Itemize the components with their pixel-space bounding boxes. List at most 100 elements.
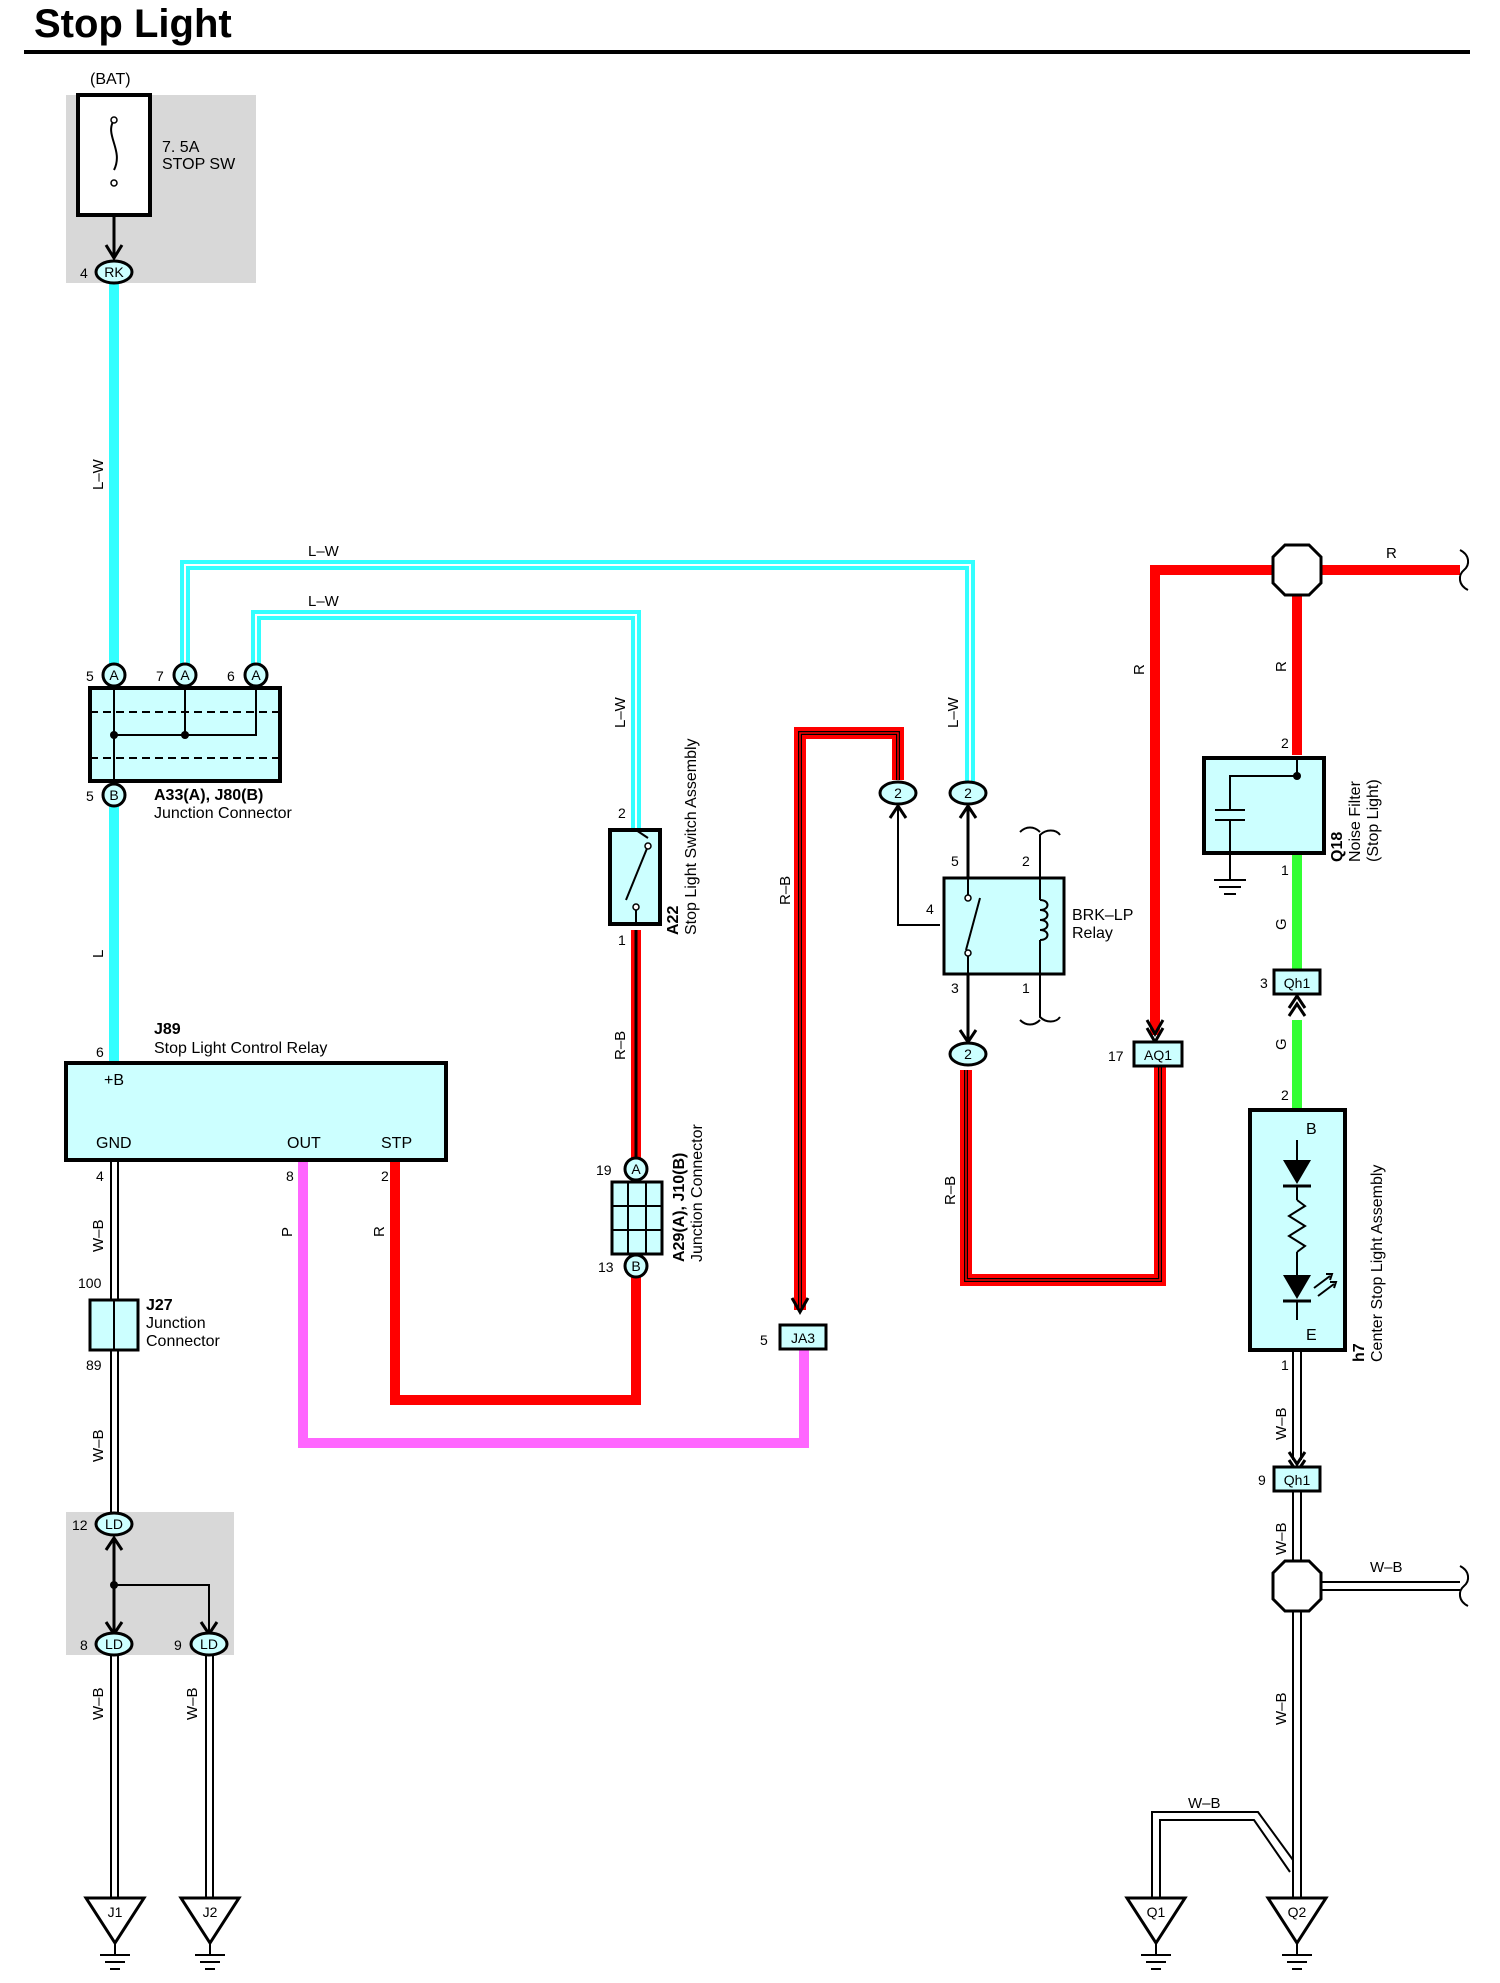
wire-label-rb-3: R–B [942,1176,959,1205]
connector-qh1-pin-bottom: 9 [1258,1472,1266,1488]
noise-filter-name: Q18 [1329,832,1346,862]
relay-j89-desc: Stop Light Control Relay [154,1040,327,1057]
junction-a33-desc: Junction Connector [154,805,293,822]
center-stop-term-b: B [1306,1121,1317,1138]
ground-q1: Q1 [1124,1896,1188,1970]
relay-j89-name: J89 [154,1021,181,1038]
noise-filter-pin-bottom: 1 [1281,862,1289,878]
svg-text:2: 2 [894,785,902,801]
wire-label-g-1: G [1273,918,1290,930]
wire-label-rb-1: R–B [612,1031,629,1060]
wire-p-out [298,1160,809,1448]
relay-brk-connectors: 2 2 2 [878,780,988,1067]
svg-text:Q1: Q1 [1147,1904,1166,1920]
svg-text:J2: J2 [203,1904,218,1920]
svg-text:8: 8 [80,1637,88,1653]
wire-label-r-3: R [1386,545,1397,562]
wire-label-wb-5: W–B [1370,1559,1403,1576]
wire-label-g-2: G [1273,1038,1290,1050]
svg-text:A: A [251,667,261,683]
connector-aq1 [1132,1040,1184,1068]
wire-wb-right [1151,1352,1460,1898]
power-source-label: (BAT) [90,71,131,88]
wire-label-r-2: R [1131,664,1148,675]
svg-text:19: 19 [596,1162,612,1178]
center-stop-pin-bottom: 1 [1281,1357,1289,1373]
connector-ja3-pin: 5 [760,1332,768,1348]
wire-label-wb-4: W–B [184,1687,201,1720]
relay-brk-pin-1: 1 [1022,980,1030,996]
wire-continues-wb [1458,1565,1470,1607]
svg-text:9: 9 [174,1637,182,1653]
connector-aq1-label: AQ1 [1144,1047,1172,1063]
relay-brk-pin-4: 4 [926,901,934,917]
connector-qh1-pin-top: 3 [1260,975,1268,991]
connector-qh1-top-label: Qh1 [1284,975,1311,991]
wire-label-r-1: R [371,1226,388,1237]
junction-j27-desc2: Connector [146,1333,220,1350]
wire-label-wb-2: W–B [90,1429,107,1462]
splice-wb [1271,1559,1323,1613]
svg-text:J1: J1 [108,1904,123,1920]
svg-text:5: 5 [86,788,94,804]
wire-continues-r [1458,549,1470,591]
wire-label-r-4: R [1273,661,1290,672]
relay-brk-name: BRK–LP [1072,907,1133,924]
center-stop-desc: Center Stop Light Assembly [1369,1165,1386,1362]
switch-a22-desc: Stop Light Switch Assembly [683,738,700,935]
center-stop-pin-top: 2 [1281,1087,1289,1103]
noise-filter-q18 [1202,756,1326,895]
connector-ja3-label: JA3 [791,1330,815,1346]
fuse-name-label: STOP SW [162,156,236,173]
svg-text:6: 6 [227,668,235,684]
junction-a33-name: A33(A), J80(B) [154,787,263,804]
switch-a22-pin-top: 2 [618,805,626,821]
wire-label-lw-4: L–W [612,696,629,728]
relay-j89-pin-stp: 2 [381,1168,389,1184]
wire-label-wb-3: W–B [90,1687,107,1720]
junction-a33 [88,686,282,783]
connector-ja3 [778,1323,828,1351]
relay-j89-pin-out: 8 [286,1168,294,1184]
title-rule [24,50,1470,54]
wire-lw-group [109,282,975,1063]
ground-j1: J1 [83,1896,147,1970]
svg-text:LD: LD [200,1636,218,1652]
center-stop-name: h7 [1351,1343,1368,1362]
noise-filter-pin-top: 2 [1281,735,1289,751]
svg-text:5: 5 [86,668,94,684]
connector-qh1-bottom-label: Qh1 [1284,1472,1311,1488]
wire-rb-ja3 [794,727,904,1310]
junction-a33-pins: 5 A 7 A 6 A 5 B [86,662,269,808]
relay-j89-pin-gnd: 4 [96,1168,104,1184]
wire-label-wb-1: W–B [90,1219,107,1252]
center-stop-light [1248,1108,1347,1352]
junction-a29: 19 A 13 B [596,1156,664,1279]
switch-a22 [608,828,662,926]
wire-label-p: P [279,1227,296,1237]
wire-wb-left [110,1160,214,1898]
junction-j27-pin-bottom: 89 [86,1357,102,1373]
fuse-7-5a [76,93,152,261]
fuse-rating-label: 7. 5A [162,139,200,156]
relay-brk-pin-3: 3 [951,980,959,996]
wire-label-wb-9: W–B [1188,1795,1221,1812]
connector-qh1-bottom [1272,1465,1322,1493]
ld-connector-group: 12 LD 8 LD 9 LD [72,1511,229,1657]
wire-r-aq1 [1150,565,1295,1035]
svg-text:Q2: Q2 [1288,1904,1307,1920]
connector-rk-label: RK [104,264,124,280]
svg-text:LD: LD [105,1516,123,1532]
rk-pin: 4 [80,265,88,281]
wire-label-rb-2: R–B [777,876,794,905]
junction-j27-desc1: Junction [146,1315,206,1332]
noise-filter-desc2: (Stop Light) [1365,779,1382,862]
relay-brk-pin-5: 5 [951,853,959,869]
svg-text:LD: LD [105,1636,123,1652]
connector-aq1-pin: 17 [1108,1048,1124,1064]
junction-j27-pin-top: 100 [78,1275,102,1291]
wire-label-lw-1: L–W [90,458,107,490]
relay-j89-term-out: OUT [287,1135,321,1152]
svg-text:A: A [180,667,190,683]
